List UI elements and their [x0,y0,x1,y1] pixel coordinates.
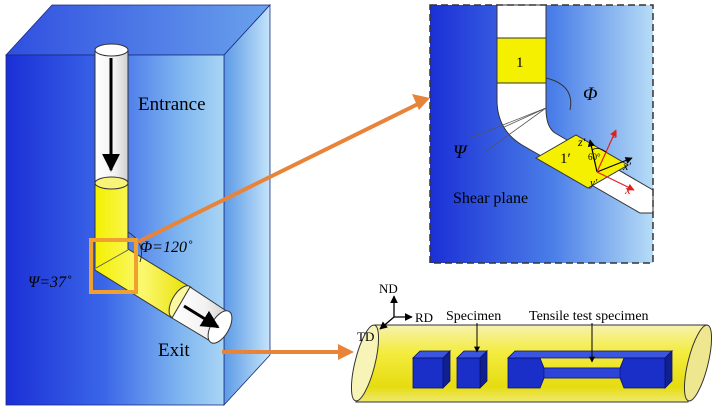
angle-arc [591,148,607,153]
billet-right-end [683,324,713,402]
angle-60-label: 60° [588,152,601,162]
x-label: x [624,182,631,197]
cube-specimen-1 [412,350,451,389]
die-shear-plane-line [95,249,129,269]
z-prime-label: z′ [577,135,586,149]
zoom-element-1-label: 1 [516,55,524,71]
z-label: z [611,126,617,141]
x-axis [596,171,635,191]
rd-label: RD [415,310,433,325]
zoom-element-1-prime [534,134,630,189]
tensile-specimen-label: Tensile test specimen [529,309,649,324]
die-side-face [223,3,271,407]
td-label: TD [357,329,374,344]
zoom-shear-lines [469,107,547,153]
zoom-psi-symbol: Ψ [453,142,468,163]
zoom-phi-arc [545,77,572,111]
phi-angle-label: Φ=120˚ [140,239,193,256]
zoom-panel-border [429,4,654,264]
zoom-axes [587,129,635,191]
exit-label: Exit [158,340,190,361]
y-prime-label: y′ [589,177,598,189]
exit-callout-arrowhead [338,344,354,360]
tensile-specimen [507,350,673,389]
orientation-triad [379,295,413,330]
zoom-phi-symbol: Φ [583,84,597,105]
zoom-shear-plane-label: Shear plane [453,190,528,207]
z-prime-axis [587,139,598,173]
nd-label: ND [379,281,398,296]
entrance-label: Entrance [138,94,206,115]
phi-arc [127,231,142,263]
specimen-label: Specimen [446,309,501,324]
zoom-element-1 [496,37,547,84]
die-block [5,3,271,407]
exit-flow-arrow [183,304,220,329]
zoom-indicator-box [89,238,138,294]
cube-specimen-2 [456,350,488,389]
x-prime-label: x′ [622,159,631,173]
zoom-callout-arrowhead [412,94,430,110]
billet-left-end [350,324,380,402]
zoom-callout-arrow [137,102,419,244]
zoom-element-1-prime-label: 1′ [560,151,571,167]
x-prime-axis [596,157,633,173]
z-axis [596,129,617,173]
zoom-panel: 1 1′ Φ Ψ Shear plane z′ 60° z x′ x y′ [429,4,654,264]
psi-angle-label: Ψ=37˚ [28,274,72,291]
